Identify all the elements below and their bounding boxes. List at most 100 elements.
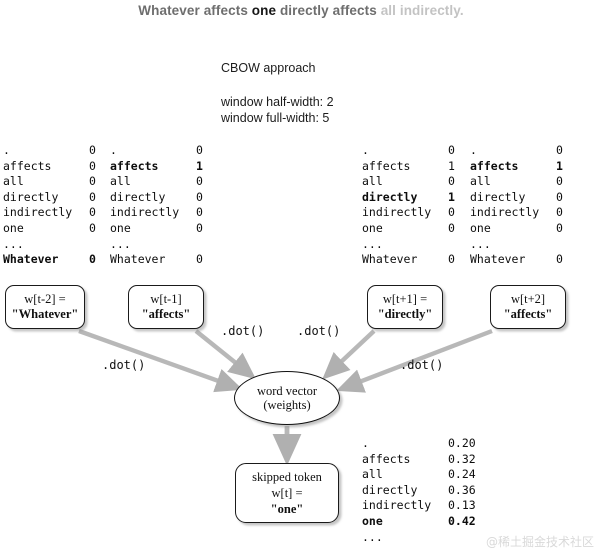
- word-vector-line1: word vector: [256, 383, 318, 398]
- node-w-t-plus-1-line1: w[t+1] =: [382, 292, 428, 306]
- onehot-row: ...: [362, 237, 455, 253]
- probability-row-label: affects: [362, 451, 411, 466]
- onehot-row-value: 0: [196, 143, 203, 157]
- onehot-row-label: ...: [110, 236, 131, 251]
- headline-sentence: Whatever affects one directly affects al…: [0, 3, 602, 18]
- probability-row-label: indirectly: [362, 498, 432, 513]
- onehot-row-label: .: [3, 143, 10, 157]
- onehot-row: all 0: [110, 174, 203, 190]
- onehot-row-value: 0: [556, 220, 563, 235]
- headline-focus-word: one: [251, 3, 277, 18]
- onehot-row-value: 0: [196, 174, 203, 189]
- onehot-row-label: indirectly: [110, 205, 180, 220]
- probability-row-label: one: [362, 513, 383, 528]
- onehot-row-value: 0: [89, 252, 96, 267]
- onehot-row: ...: [3, 237, 96, 253]
- onehot-row-value: 0: [196, 252, 203, 267]
- edge-label-dot-2: .dot(): [221, 324, 265, 338]
- node-w-t-plus-1[interactable]: w[t+1] = "directly": [367, 285, 443, 329]
- onehot-row-value: 0: [556, 205, 563, 220]
- watermark: @稀土掘金技术社区: [485, 535, 594, 549]
- node-w-t-minus-2[interactable]: w[t-2] = "Whatever": [5, 285, 85, 329]
- node-w-t-minus-2-line2: "Whatever": [11, 307, 79, 321]
- onehot-row-value: 0: [448, 252, 455, 267]
- onehot-row-label: affects: [362, 158, 411, 173]
- skipped-token-line1: skipped token: [252, 470, 322, 484]
- onehot-row-label: one: [3, 220, 24, 235]
- onehot-row-value: 0: [89, 220, 96, 235]
- probability-row-value: 0.36: [448, 482, 476, 497]
- onehot-row: indirectly 0: [110, 205, 203, 221]
- onehot-row-label: directly: [110, 189, 166, 204]
- probability-row-value: 0.20: [448, 436, 476, 450]
- edge-label-dot-1: .dot(): [102, 358, 146, 372]
- onehot-row-label: Whatever: [470, 252, 526, 267]
- onehot-row-label: .: [110, 143, 117, 157]
- onehot-row: ...: [110, 237, 203, 253]
- headline-part1: Whatever affects: [138, 3, 252, 18]
- window-half-width-label: window half-width: 2: [221, 95, 334, 109]
- onehot-row-value: 0: [196, 220, 203, 235]
- node-w-t-plus-2-line1: w[t+2]: [510, 292, 546, 306]
- node-w-t-plus-2[interactable]: w[t+2] "affects": [490, 285, 566, 329]
- node-w-t-minus-1-line1: w[t-1]: [150, 292, 182, 306]
- onehot-row-value: 0: [196, 205, 203, 220]
- onehot-row-value: 0: [196, 189, 203, 204]
- node-w-t-plus-2-line2: "affects": [503, 307, 553, 321]
- onehot-row-label: .: [470, 143, 477, 157]
- node-skipped-token[interactable]: skipped token w[t] = "one": [235, 463, 339, 523]
- onehot-row: one 0: [470, 221, 563, 237]
- onehot-row-label: affects: [3, 158, 52, 173]
- probability-row: .0.20: [362, 436, 476, 452]
- onehot-row: .0: [470, 143, 563, 159]
- onehot-row-label: directly: [470, 189, 526, 204]
- probability-row: ...: [362, 530, 476, 546]
- onehot-row-value: 0: [89, 205, 96, 220]
- onehot-row-label: indirectly: [3, 205, 73, 220]
- onehot-row: .0: [3, 143, 96, 159]
- onehot-row-label: all: [470, 174, 491, 189]
- onehot-row-label: directly: [3, 189, 59, 204]
- onehot-row-label: ...: [362, 236, 383, 251]
- probability-row-label: directly: [362, 482, 418, 497]
- onehot-row-value: 0: [556, 143, 563, 157]
- headline-part2: directly affects: [276, 3, 381, 18]
- skipped-token-line3: "one": [270, 502, 304, 516]
- probability-row-label: ...: [362, 529, 383, 544]
- onehot-row-label: all: [110, 174, 131, 189]
- onehot-row-value: 1: [448, 189, 455, 204]
- onehot-row-value: 0: [448, 205, 455, 220]
- headline-faded-part: all indirectly.: [380, 3, 464, 18]
- onehot-row-label: one: [470, 220, 491, 235]
- onehot-row-value: 0: [89, 174, 96, 189]
- node-w-t-minus-2-line1: w[t-2] =: [24, 292, 66, 306]
- node-w-t-minus-1[interactable]: w[t-1] "affects": [128, 285, 204, 329]
- onehot-row-value: 0: [448, 143, 455, 157]
- onehot-row-label: .: [362, 143, 369, 157]
- onehot-row-label: ...: [3, 236, 24, 251]
- onehot-row-value: 0: [448, 174, 455, 189]
- node-word-vector[interactable]: word vector (weights): [234, 371, 340, 425]
- onehot-row-value: 1: [196, 158, 203, 173]
